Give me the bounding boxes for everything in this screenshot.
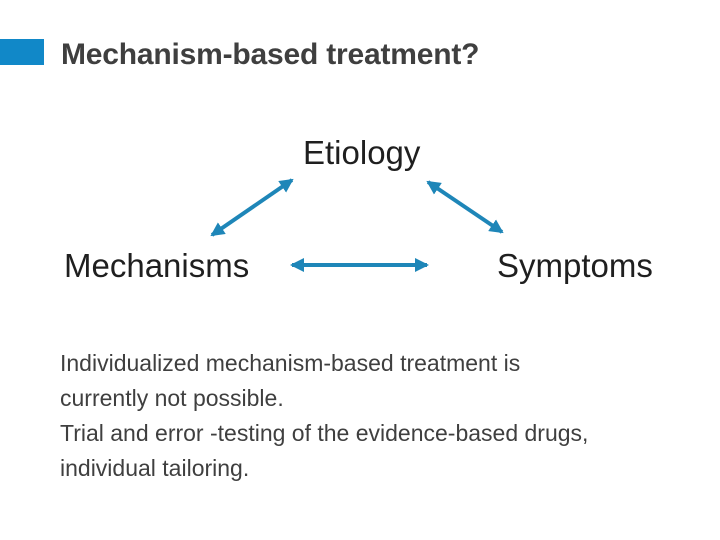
arrow-etiology-mechanisms <box>210 178 294 237</box>
arrow-etiology-symptoms <box>426 180 504 234</box>
body-text-line: Trial and error -testing of the evidence… <box>60 420 589 446</box>
body-text-line: Individualized mechanism-based treatment… <box>60 350 521 376</box>
diagram-label-symptoms: Symptoms <box>497 247 653 284</box>
body-text: Individualized mechanism-based treatment… <box>60 346 710 486</box>
title-accent-square <box>0 39 44 65</box>
slide-title: Mechanism-based treatment? <box>61 38 480 71</box>
body-text-line: individual tailoring. <box>60 455 250 481</box>
diagram-label-mechanisms: Mechanisms <box>64 247 250 284</box>
body-text-line: currently not possible. <box>60 385 284 411</box>
diagram-label-etiology: Etiology <box>303 134 421 171</box>
